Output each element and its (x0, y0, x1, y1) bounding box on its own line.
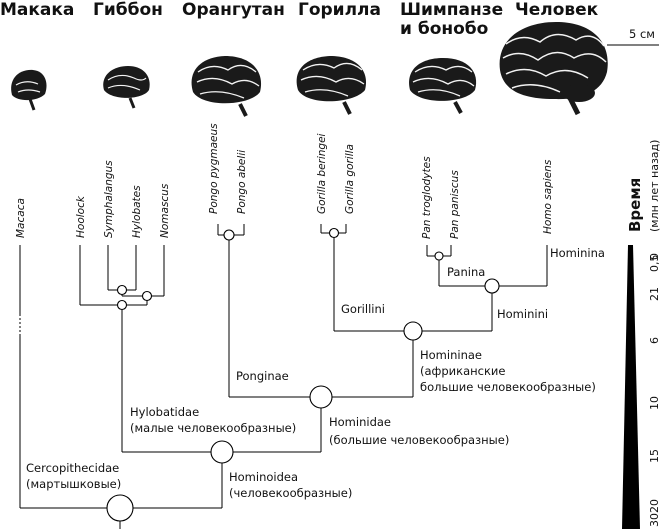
clade-panina: Panina (447, 265, 485, 279)
time-tick-2: 2 (648, 294, 661, 301)
time-tick-0-5: 0,5 (648, 255, 661, 273)
node-pongo (223, 229, 235, 241)
group-chimpanzee: Шимпанзе (400, 0, 503, 20)
node-gorilla (328, 227, 340, 239)
clade-hominidae-desc: (большие человекообразные) (329, 433, 509, 447)
time-tick-6: 6 (648, 337, 661, 344)
species-macaca: Macaca (15, 198, 27, 238)
brain-chimpanzee-icon (409, 58, 477, 114)
node-hominini (484, 278, 500, 294)
node-homininae (403, 321, 423, 341)
species-hoolock: Hoolock (75, 195, 87, 238)
group-gorilla: Горилла (298, 0, 381, 20)
clade-hominoidea-desc: (человекообразные) (229, 486, 352, 500)
tree-nodes (106, 227, 500, 522)
node-root (106, 494, 134, 522)
time-axis-title: Время (626, 178, 644, 232)
group-orangutan: Орангутан (182, 0, 285, 20)
scale-label: 5 см (629, 27, 655, 41)
time-tick-30: 30 (648, 513, 661, 527)
brain-human-icon (499, 22, 608, 116)
time-tick-10: 10 (648, 396, 661, 410)
brain-gorilla-icon (296, 56, 367, 115)
node-hominoidea (210, 440, 234, 464)
brain-macaque-icon (11, 69, 47, 111)
clade-hominoidea: Hominoidea (229, 470, 298, 484)
species-pongo-pygmaeus: Pongo pygmaeus (208, 123, 220, 214)
species-symphalangus: Symphalangus (103, 160, 115, 238)
node-symph-hylob (116, 284, 128, 296)
time-tick-1: 1 (648, 287, 661, 294)
species-pan-troglodytes: Pan troglodytes (421, 156, 433, 239)
node-pan (434, 251, 444, 261)
clade-homininae-desc-1: (африканские (420, 364, 505, 378)
species-pan-paniscus: Pan paniscus (449, 170, 461, 239)
clade-ponginae: Ponginae (236, 369, 289, 383)
clade-hylobatidae: Hylobatidae (130, 405, 199, 419)
species-hylobates: Hylobates (131, 185, 143, 238)
time-axis-subtitle: (млн лет назад) (648, 140, 661, 232)
clade-hylobatidae-desc: (малые человекообразные) (130, 421, 296, 435)
group-gibbon: Гиббон (93, 0, 163, 20)
clade-hominidae: Hominidae (329, 415, 391, 429)
time-tick-15: 15 (648, 449, 661, 463)
clade-cercopithecidae-desc: (мартышковые) (26, 477, 121, 491)
brain-gibbon-icon (103, 66, 150, 109)
species-nomascus: Nomascus (159, 183, 171, 238)
clade-cercopithecidae: Cercopithecidae (26, 461, 119, 475)
node-hylobatidae-crown (116, 299, 128, 311)
time-tick-20: 20 (648, 499, 661, 513)
species-gorilla-beringei: Gorilla beringei (316, 133, 328, 214)
species-pongo-abelii: Pongo abelii (236, 150, 248, 214)
group-bonobo: и бонобо (400, 19, 488, 39)
species-homo-sapiens: Homo sapiens (542, 159, 554, 234)
node-nomascus (141, 290, 153, 302)
clade-homininae: Homininae (420, 348, 482, 362)
clade-hominini: Hominini (497, 307, 548, 321)
group-macaque: Макака (0, 0, 74, 20)
node-hominidae (309, 385, 333, 409)
species-gorilla-gorilla: Gorilla gorilla (344, 144, 356, 214)
group-human: Человек (515, 0, 599, 20)
brain-orangutan-icon (191, 56, 262, 117)
clade-gorillini: Gorillini (341, 302, 385, 316)
time-wedge (622, 245, 640, 529)
time-axis: Время (млн лет назад) 0 0,5 1 2 6 10 15 … (622, 140, 661, 529)
clade-homininae-desc-2: большие человекообразные) (420, 380, 596, 394)
time-tick-0: 0 (648, 253, 661, 260)
clade-hominina: Hominina (550, 246, 605, 260)
